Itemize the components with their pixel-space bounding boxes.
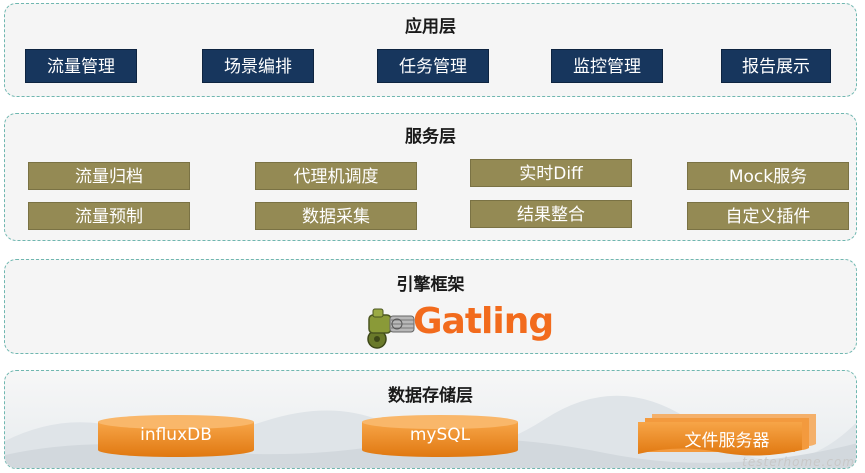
service-item-custom-plugin: 自定义插件 xyxy=(687,202,849,230)
database-cylinder-icon xyxy=(98,415,254,457)
engine-layer: 引擎框架 Gatling xyxy=(4,259,857,354)
database-cylinder-icon xyxy=(362,415,518,457)
service-item-mock-service: Mock服务 xyxy=(687,162,849,190)
service-item-traffic-preset: 流量预制 xyxy=(28,202,190,230)
app-item-monitoring-management: 监控管理 xyxy=(551,49,663,83)
gatling-logo: Gatling xyxy=(363,301,554,351)
gatling-gun-icon xyxy=(367,308,415,349)
storage-item-file-server-label: 文件服务器 xyxy=(684,431,770,451)
service-item-traffic-archive: 流量归档 xyxy=(28,162,190,190)
gatling-wordmark: Gatling xyxy=(413,301,554,342)
app-item-traffic-management: 流量管理 xyxy=(25,49,137,83)
service-item-realtime-diff: 实时Diff xyxy=(470,159,632,187)
engine-layer-title: 引擎框架 xyxy=(396,275,465,295)
storage-item-mysql-label: mySQL xyxy=(409,425,471,445)
app-item-report-display: 报告展示 xyxy=(721,49,831,83)
storage-item-influxdb-label: influxDB xyxy=(140,425,212,445)
watermark: testerhome.com xyxy=(742,455,855,469)
app-layer: 应用层 流量管理 场景编排 任务管理 监控管理 报告展示 xyxy=(4,3,857,97)
service-item-data-collection: 数据采集 xyxy=(255,202,417,230)
service-item-result-integration: 结果整合 xyxy=(470,200,632,228)
storage-item-file-server: 文件服务器 xyxy=(638,414,816,458)
app-layer-title: 应用层 xyxy=(405,17,456,37)
service-item-proxy-scheduling: 代理机调度 xyxy=(255,162,417,190)
document-stack-icon xyxy=(638,414,816,456)
storage-layer-title: 数据存储层 xyxy=(388,386,473,406)
storage-item-mysql: mySQL xyxy=(360,414,520,458)
app-item-task-management: 任务管理 xyxy=(377,49,489,83)
service-layer: 服务层 流量归档 代理机调度 实时Diff Mock服务 流量预制 数据采集 结… xyxy=(4,113,857,241)
app-item-scenario-orchestration: 场景编排 xyxy=(202,49,314,83)
storage-item-influxdb: influxDB xyxy=(96,414,256,458)
service-layer-title: 服务层 xyxy=(405,127,456,147)
